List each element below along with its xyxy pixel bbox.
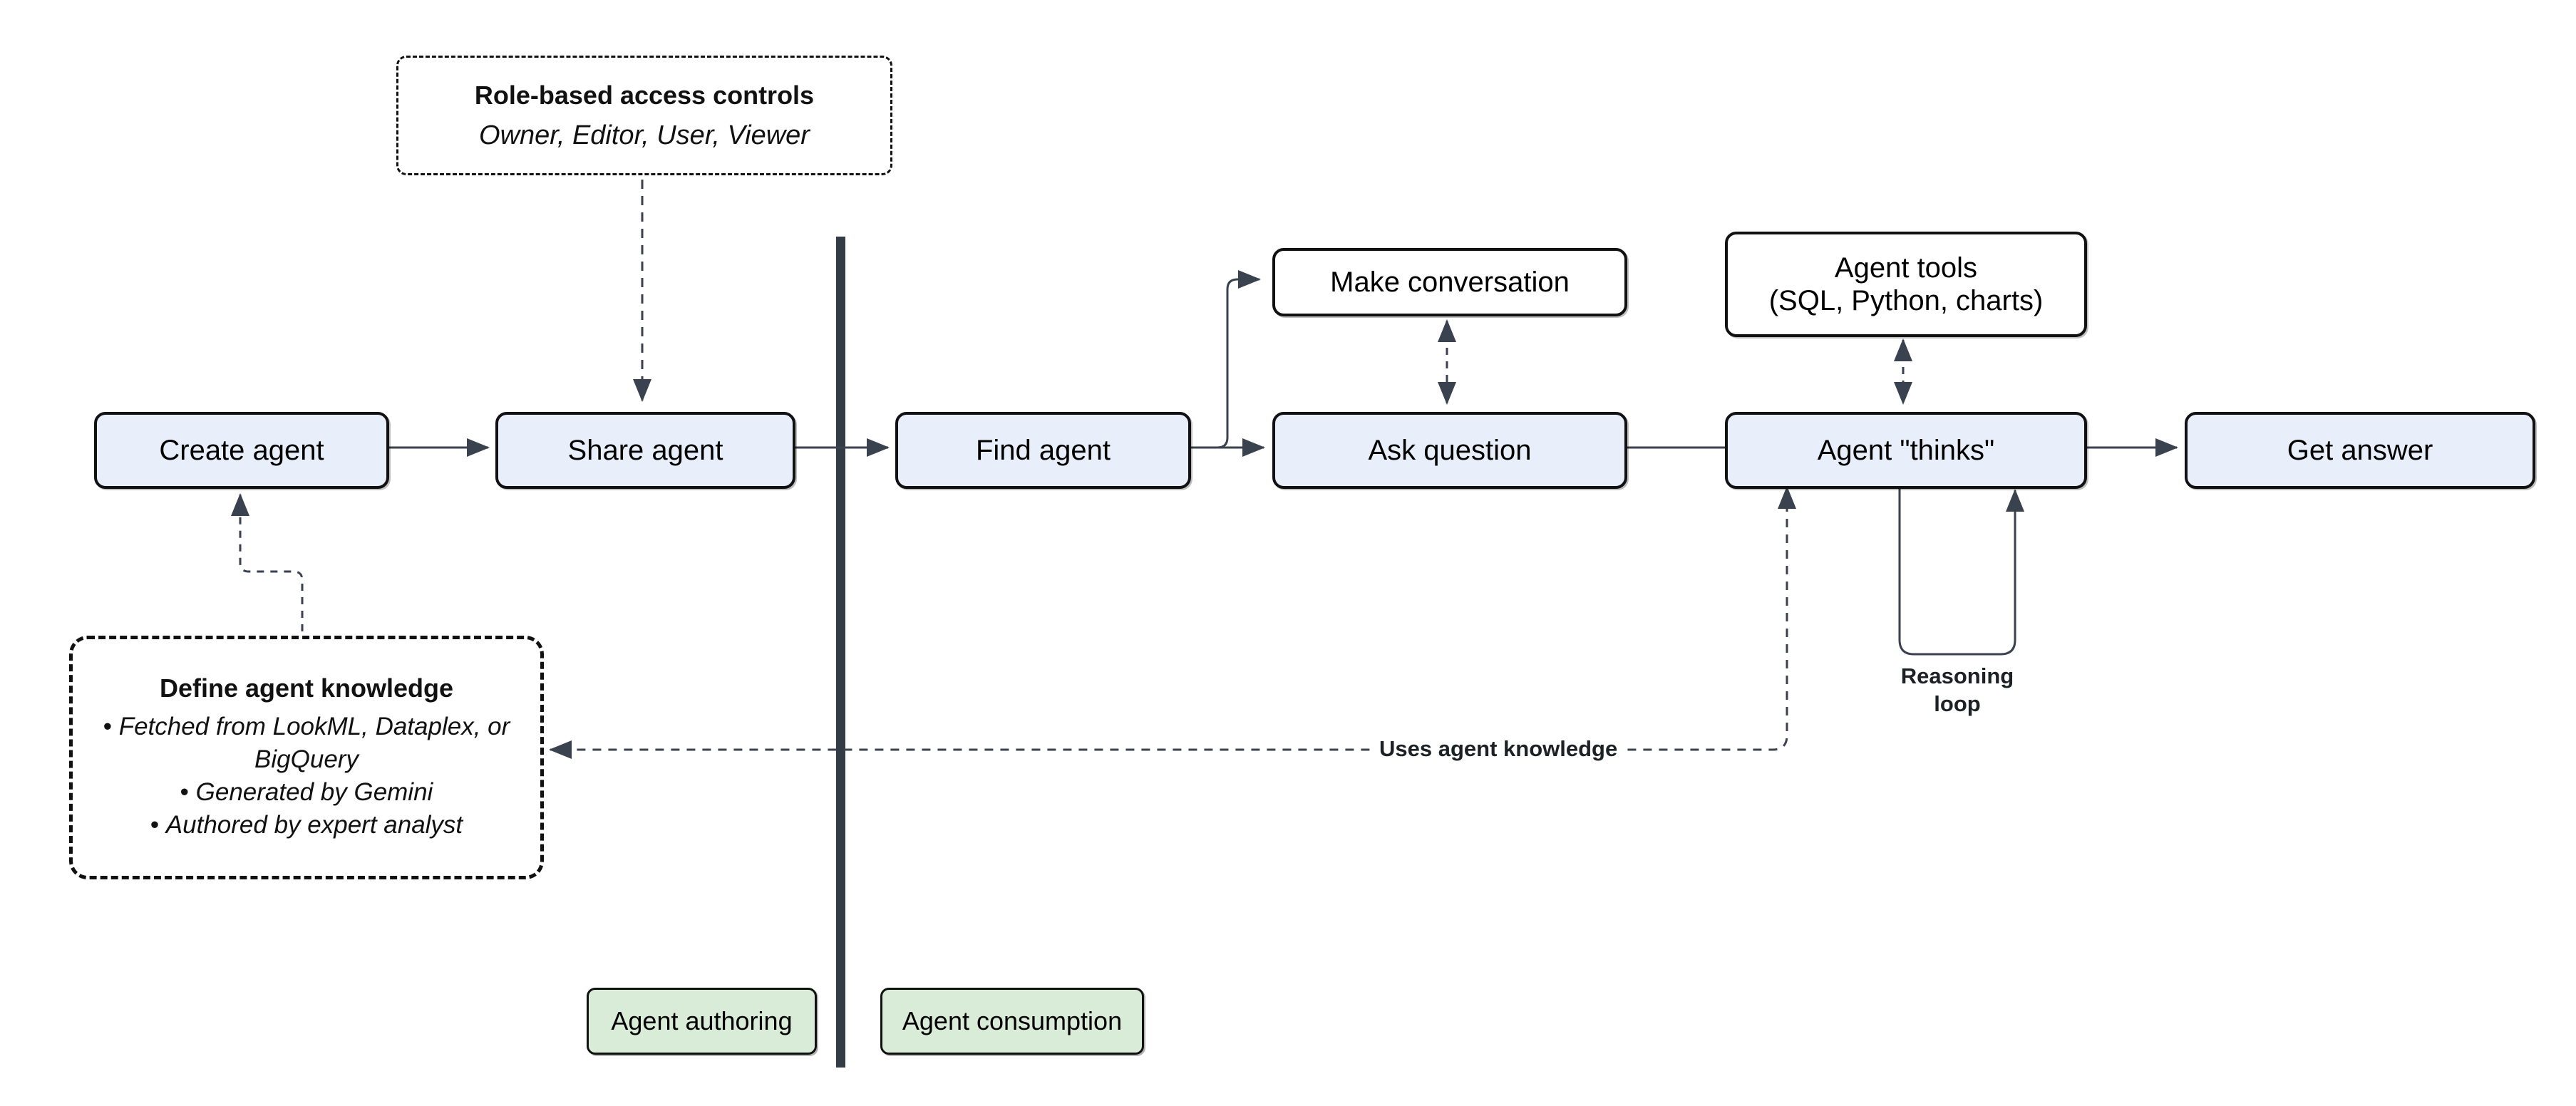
connector-uses-agent-knowledge: [549, 486, 1796, 759]
flow-node-get-answer: Get answer: [2185, 412, 2535, 489]
flow-node-create-agent-label: Create agent: [159, 435, 324, 466]
flow-node-find-agent-label: Find agent: [975, 435, 1111, 466]
agent-tools-label-line2: (SQL, Python, charts): [1768, 285, 2044, 316]
flow-node-agent-tools: Agent tools (SQL, Python, charts): [1725, 232, 2087, 337]
callout-define-agent-knowledge: Define agent knowledge Fetched from Look…: [69, 636, 544, 879]
flow-node-make-conversation-label: Make conversation: [1330, 267, 1570, 298]
connector-reasoning-loop: [1898, 485, 2024, 656]
uses-agent-knowledge-label: Uses agent knowledge: [1372, 734, 1625, 765]
flow-node-get-answer-label: Get answer: [2287, 435, 2433, 466]
flow-node-share-agent: Share agent: [495, 412, 795, 489]
connector-define-knowledge-to-create: [231, 493, 304, 631]
agent-tools-label-line1: Agent tools: [1834, 252, 1978, 284]
flow-node-share-agent-label: Share agent: [567, 435, 723, 466]
flow-node-agent-thinks: Agent "thinks": [1725, 412, 2087, 489]
agent-consumption-label: Agent consumption: [902, 1006, 1123, 1036]
callout-role-based-access: Role-based access controls Owner, Editor…: [396, 56, 892, 175]
reasoning-loop-label: Reasoning loop: [1879, 663, 2036, 718]
agent-authoring-label: Agent authoring: [611, 1006, 793, 1036]
role-access-title: Role-based access controls: [474, 80, 815, 110]
define-knowledge-bullet: Authored by expert analyst: [93, 809, 520, 842]
flow-node-ask-question-label: Ask question: [1368, 435, 1532, 466]
flow-node-create-agent: Create agent: [94, 412, 389, 489]
zone-label-agent-consumption: Agent consumption: [880, 988, 1144, 1055]
role-access-roles: Owner, Editor, User, Viewer: [479, 120, 810, 150]
zone-label-agent-authoring: Agent authoring: [587, 988, 817, 1055]
connector-find-to-make-conversation: [1217, 270, 1261, 449]
flow-node-find-agent: Find agent: [895, 412, 1191, 489]
flow-node-agent-thinks-label: Agent "thinks": [1817, 435, 1995, 466]
flow-node-make-conversation: Make conversation: [1272, 248, 1627, 316]
flow-node-ask-question: Ask question: [1272, 412, 1627, 489]
define-knowledge-bullet-list: Fetched from LookML, Dataplex, or BigQue…: [93, 710, 520, 842]
define-knowledge-bullet: Generated by Gemini: [93, 776, 520, 809]
define-knowledge-title: Define agent knowledge: [159, 673, 454, 703]
define-knowledge-bullet: Fetched from LookML, Dataplex, or BigQue…: [93, 710, 520, 776]
